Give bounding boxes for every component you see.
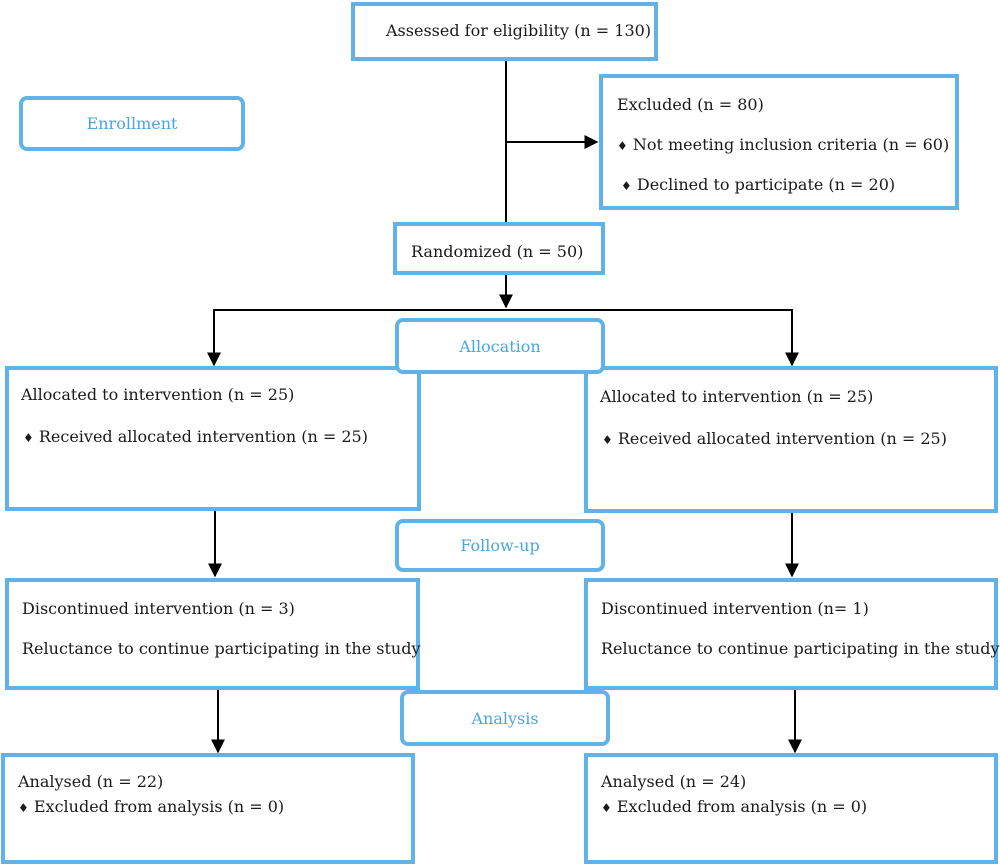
excluded-item: ♦ Declined to participate (n = 20) <box>621 176 895 195</box>
analysis-right-box: Analysed (n = 24) ♦ Excluded from analys… <box>584 753 998 864</box>
allocation-right-item: ♦ Received allocated intervention (n = 2… <box>602 430 947 449</box>
followup-label: Follow-up <box>460 536 540 555</box>
diamond-bullet-icon: ♦ <box>617 139 628 153</box>
diamond-bullet-icon: ♦ <box>621 179 632 193</box>
diamond-bullet-icon: ♦ <box>18 801 29 815</box>
allocation-right-box: Allocated to intervention (n = 25) ♦ Rec… <box>584 366 998 513</box>
allocation-stage-label: Allocation <box>395 318 605 374</box>
diamond-bullet-icon: ♦ <box>601 801 612 815</box>
followup-left-reason: Reluctance to continue participating in … <box>22 639 421 658</box>
randomized-box: Randomized (n = 50) <box>393 222 605 275</box>
connector-branch-left <box>207 309 506 367</box>
excluded-box: Excluded (n = 80) ♦ Not meeting inclusio… <box>599 74 959 210</box>
analysis-stage-label: Analysis <box>400 690 610 746</box>
connector-branch-right <box>506 309 799 367</box>
analysis-right-item: ♦ Excluded from analysis (n = 0) <box>601 798 867 817</box>
allocation-left-item: ♦ Received allocated intervention (n = 2… <box>23 428 368 447</box>
excluded-item: ♦ Not meeting inclusion criteria (n = 60… <box>617 136 949 155</box>
assessed-text: Assessed for eligibility (n = 130) <box>386 21 652 40</box>
followup-left-title: Discontinued intervention (n = 3) <box>22 599 295 618</box>
analysis-left-box: Analysed (n = 22) ♦ Excluded from analys… <box>1 753 415 864</box>
enrollment-stage-label: Enrollment <box>19 96 245 151</box>
followup-left-box: Discontinued intervention (n = 3) Reluct… <box>5 578 420 690</box>
excluded-title: Excluded (n = 80) <box>617 95 764 114</box>
analysis-left-item-text: Excluded from analysis (n = 0) <box>33 797 285 816</box>
assessed-box: Assessed for eligibility (n = 130) <box>351 2 658 61</box>
analysis-right-title: Analysed (n = 24) <box>601 772 747 791</box>
allocation-right-item-text: Received allocated intervention (n = 25) <box>617 429 947 448</box>
randomized-text: Randomized (n = 50) <box>411 242 584 261</box>
enrollment-label: Enrollment <box>86 114 178 133</box>
allocation-left-item-text: Received allocated intervention (n = 25) <box>38 427 368 446</box>
followup-right-box: Discontinued intervention (n= 1) Relucta… <box>584 578 1000 690</box>
analysis-right-item-text: Excluded from analysis (n = 0) <box>616 797 868 816</box>
allocation-right-title: Allocated to intervention (n = 25) <box>600 387 874 406</box>
diamond-bullet-icon: ♦ <box>602 433 613 447</box>
followup-right-reason: Reluctance to continue participating in … <box>601 639 1000 658</box>
allocation-label: Allocation <box>459 336 541 356</box>
analysis-label: Analysis <box>471 708 539 728</box>
followup-right-title: Discontinued intervention (n= 1) <box>601 599 869 618</box>
diamond-bullet-icon: ♦ <box>23 431 34 445</box>
followup-stage-label: Follow-up <box>395 519 605 572</box>
allocation-left-box: Allocated to intervention (n = 25) ♦ Rec… <box>5 366 421 511</box>
excluded-item-text: Declined to participate (n = 20) <box>636 175 896 194</box>
allocation-left-title: Allocated to intervention (n = 25) <box>21 385 295 404</box>
analysis-left-title: Analysed (n = 22) <box>18 772 164 791</box>
analysis-left-item: ♦ Excluded from analysis (n = 0) <box>18 798 284 817</box>
excluded-item-text: Not meeting inclusion criteria (n = 60) <box>632 135 950 154</box>
